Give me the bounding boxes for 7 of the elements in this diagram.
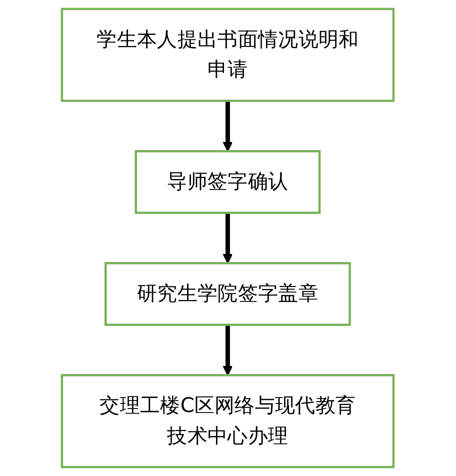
- node-box: 导师签字确认: [135, 150, 321, 214]
- arrow: [223, 212, 233, 264]
- node-box: 学生本人提出书面情况说明和申请: [61, 8, 395, 102]
- node-box: 研究生学院签字盖章: [104, 262, 352, 326]
- arrow: [223, 324, 233, 376]
- arrow: [223, 100, 233, 152]
- node-box: 交理工楼C区网络与现代教育技术中心办理: [61, 374, 395, 468]
